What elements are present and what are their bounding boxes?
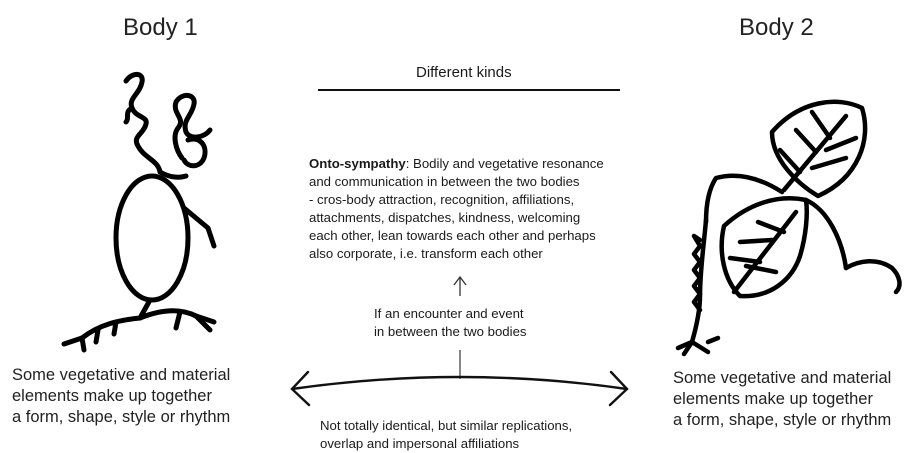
encounter-line: If an encounter and event (374, 306, 524, 321)
onto-sympathy-first-line-rest: : Bodily and vegetative resonance (405, 156, 604, 171)
onto-sympathy-line: each other, lean towards each other and … (309, 228, 596, 243)
onto-sympathy-line: - cros-body attraction, recognition, aff… (309, 192, 575, 207)
up-arrow (453, 275, 467, 296)
onto-sympathy-block: Onto-sympathy: Bodily and vegetative res… (309, 155, 604, 263)
body2-caption: Some vegetative and material elements ma… (673, 368, 891, 431)
onto-sympathy-first-line: Onto-sympathy: Bodily and vegetative res… (309, 155, 604, 173)
body1-caption-line: Some vegetative and material (12, 366, 231, 384)
bottom-text: Not totally identical, but similar repli… (320, 417, 572, 453)
bottom-line: overlap and impersonal affiliations (320, 436, 520, 451)
body2-caption-line: elements make up together (673, 390, 873, 408)
body1-title: Body 1 (123, 14, 198, 41)
onto-sympathy-line: attachments, dispatches, kindness, welco… (309, 210, 581, 225)
encounter-line: in between the two bodies (374, 324, 527, 339)
onto-sympathy-line: and communication in between the two bod… (309, 174, 580, 189)
bottom-line: Not totally identical, but similar repli… (320, 418, 573, 433)
body2-caption-line: Some vegetative and material (673, 369, 892, 387)
onto-sympathy-line: also corporate, i.e. transform each othe… (309, 246, 543, 261)
different-kinds-label: Different kinds (416, 64, 512, 81)
encounter-text: If an encounter and event in between the… (374, 305, 527, 341)
body2-title: Body 2 (739, 14, 814, 41)
body1-caption-line: elements make up together (12, 387, 212, 405)
body1-caption: Some vegetative and material elements ma… (12, 365, 230, 428)
body2-caption-line: a form, shape, style or rhythm (673, 411, 892, 429)
body2-figure (675, 99, 902, 357)
double-arrow (290, 370, 629, 407)
body1-caption-line: a form, shape, style or rhythm (12, 408, 231, 426)
onto-sympathy-term: Onto-sympathy (309, 156, 406, 171)
body1-figure (61, 71, 217, 353)
